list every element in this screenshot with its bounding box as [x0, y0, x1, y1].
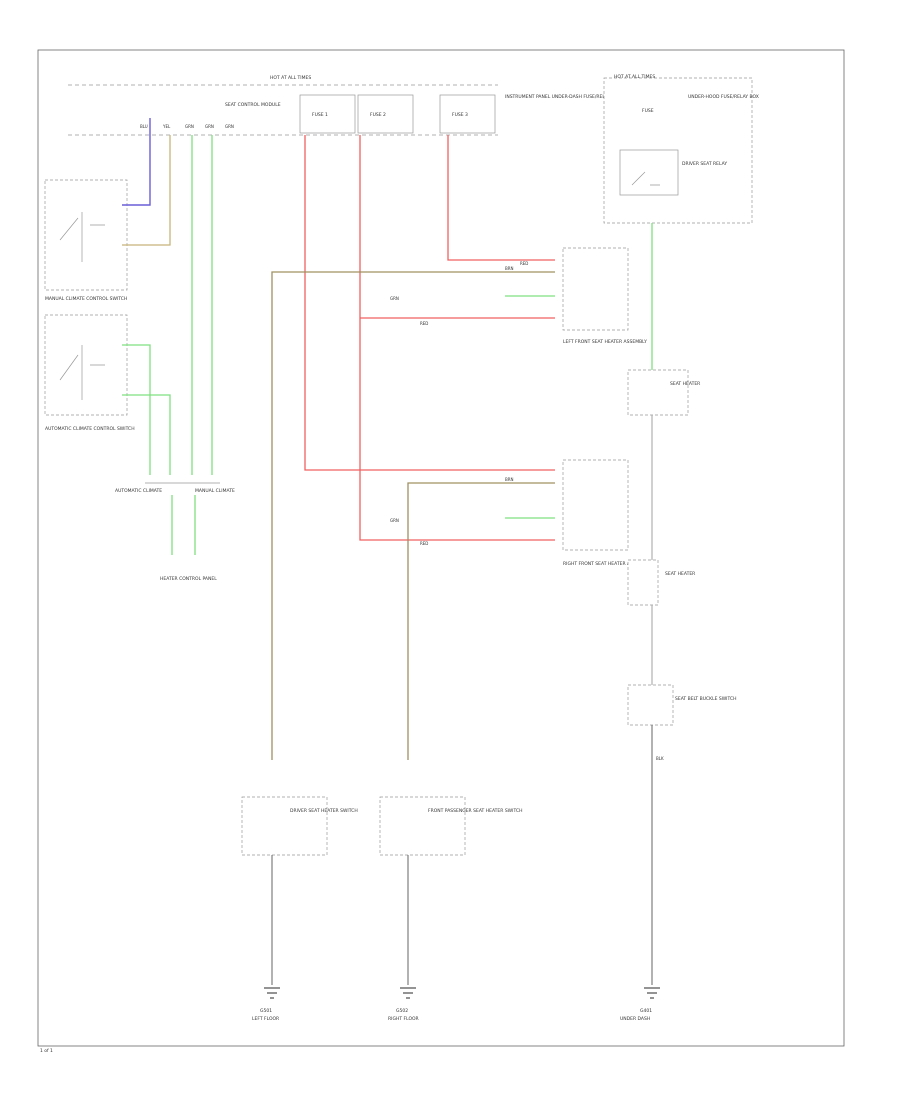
wire-blue — [122, 118, 151, 206]
wire-green-1 — [122, 344, 151, 475]
driver-relay-label: DRIVER SEAT RELAY — [682, 161, 727, 167]
wire-label-grn-c: GRN — [225, 124, 234, 129]
wire-red-1 — [304, 135, 555, 471]
seat-belt-box — [627, 684, 674, 726]
seat-cushion-box — [627, 559, 659, 606]
left-front-seat-box — [562, 247, 629, 331]
wire-label-grn-b: GRN — [205, 124, 214, 129]
fuse-right-label: FUSE 3 — [452, 112, 468, 118]
wire-yellow — [122, 135, 171, 246]
wire-red-3 — [447, 135, 555, 261]
manual-switch-symbol — [59, 212, 105, 262]
automatic-switch-label: AUTOMATIC CLIMATE CONTROL SWITCH — [45, 426, 135, 432]
wire-red-2 — [359, 135, 555, 541]
hot-at-all-times-right-label: HOT AT ALL TIMES — [614, 74, 655, 80]
manual-climate-label: MANUAL CLIMATE — [195, 488, 235, 494]
red-label-2: RED — [420, 541, 428, 546]
automatic-climate-label: AUTOMATIC CLIMATE — [115, 488, 162, 494]
wire-label-yel: YEL — [162, 124, 171, 129]
seat-heater-label: SEAT HEATER — [670, 381, 700, 387]
seat-heater-box — [627, 369, 689, 416]
driver-switch-box — [241, 796, 328, 856]
left-front-seat-label: LEFT FRONT SEAT HEATER ASSEMBLY — [563, 339, 647, 345]
manual-switch-label: MANUAL CLIMATE CONTROL SWITCH — [45, 296, 127, 302]
wire-label-grn-a: GRN — [185, 124, 194, 129]
right-front-seat-box — [562, 459, 629, 551]
driver-switch-label: DRIVER SEAT HEATER SWITCH — [290, 808, 358, 814]
fuse-mid-box — [357, 94, 414, 134]
right-front-seat-label: RIGHT FRONT SEAT HEATER ASSEMBLY — [563, 561, 651, 567]
green-label-2: GRN — [390, 518, 399, 523]
heater-control-label: HEATER CONTROL PANEL — [160, 576, 217, 582]
seat-control-module-label: SEAT CONTROL MODULE — [225, 102, 281, 108]
driver-ground-label: G501 — [260, 1008, 272, 1014]
driver-relay-box — [619, 149, 679, 196]
right-ground-label: G401 — [640, 1008, 652, 1014]
wire-green-2 — [122, 394, 171, 475]
fuse-right-box-label: FUSE — [642, 108, 654, 114]
tan-label-1: BRN — [505, 266, 514, 271]
seat-belt-wire-label: BLK — [656, 756, 664, 761]
seat-cushion-label: SEAT HEATER — [665, 571, 695, 577]
passenger-ground-desc: RIGHT FLOOR — [388, 1016, 419, 1022]
underhood-fuse-label: UNDER-HOOD FUSE/RELAY BOX — [688, 94, 759, 100]
red-label-3: RED — [520, 261, 528, 266]
passenger-ground-symbol — [400, 987, 416, 999]
green-label-1: GRN — [390, 296, 399, 301]
diagram-frame — [37, 49, 845, 1047]
wire-tan-2 — [407, 482, 555, 760]
passenger-ground-label: G502 — [396, 1008, 408, 1014]
relay-switch-symbol — [631, 171, 660, 186]
manual-switch-box — [44, 179, 128, 291]
driver-ground-desc: LEFT FLOOR — [252, 1016, 279, 1022]
fuse-mid-label: FUSE 2 — [370, 112, 386, 118]
red-label-1: RED — [420, 321, 428, 326]
fuse-left-label: FUSE 1 — [312, 112, 328, 118]
driver-ground-symbol — [264, 987, 280, 999]
hot-at-all-times-top-label: HOT AT ALL TIMES — [270, 75, 311, 81]
fuse-right-box — [439, 94, 496, 134]
seat-belt-label: SEAT BELT BUCKLE SWITCH — [675, 696, 737, 702]
right-ground-symbol — [644, 987, 660, 999]
wire-tan-1 — [271, 271, 555, 760]
instrument-panel-fuse-label: INSTRUMENT PANEL UNDER-DASH FUSE/RELAY B… — [505, 94, 621, 100]
passenger-switch-box — [379, 796, 466, 856]
tan-label-2: BRN — [505, 477, 514, 482]
page-number: 1 of 1 — [40, 1048, 53, 1054]
passenger-switch-label: FRONT PASSENGER SEAT HEATER SWITCH — [428, 808, 522, 814]
fuse-left-box — [299, 94, 356, 134]
automatic-switch-symbol — [59, 345, 105, 400]
right-ground-desc: UNDER DASH — [620, 1016, 650, 1022]
wire-label-blu: BLU — [140, 124, 148, 129]
automatic-switch-box — [44, 314, 128, 416]
